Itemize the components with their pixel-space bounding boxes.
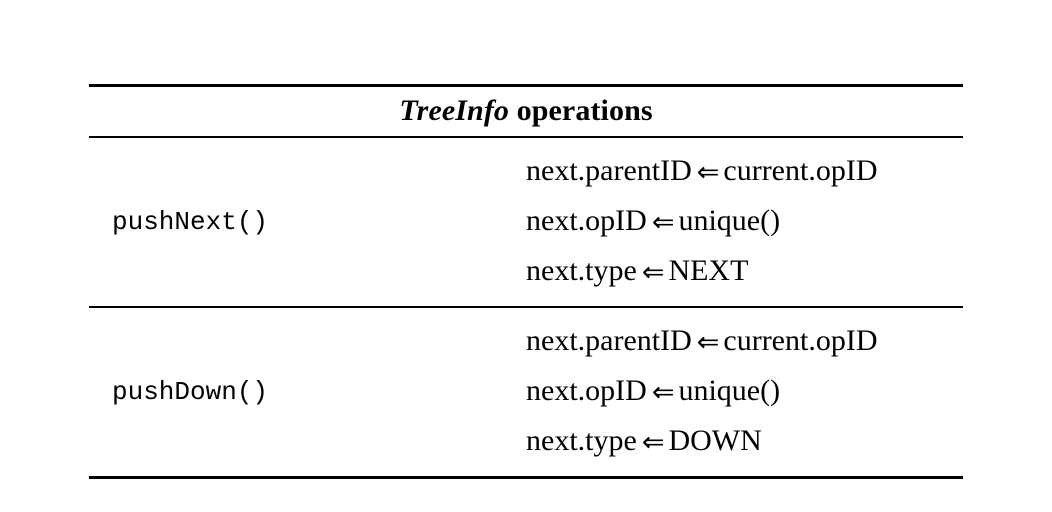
statement-rhs: NEXT <box>668 254 749 287</box>
table-row: pushNext() next.parentID⇐current.opID ne… <box>89 137 963 307</box>
statement-rhs: DOWN <box>668 424 762 457</box>
table-title-italic: TreeInfo <box>399 94 510 127</box>
statement-lhs: next.type <box>526 254 637 287</box>
statement-lhs: next.parentID <box>526 324 692 357</box>
table-body: pushNext() next.parentID⇐current.opID ne… <box>89 137 963 480</box>
statement-line: next.type⇐NEXT <box>526 246 963 296</box>
assign-arrow-icon: ⇐ <box>651 207 675 238</box>
statement-line: next.opID⇐unique() <box>526 366 963 416</box>
statement-lhs: next.opID <box>526 204 647 237</box>
statement-rhs: current.opID <box>723 324 878 357</box>
assign-arrow-icon: ⇐ <box>651 377 675 408</box>
statement-line: next.parentID⇐current.opID <box>526 146 963 196</box>
operation-statements-pushdown: next.parentID⇐current.opID next.opID⇐uni… <box>526 307 963 478</box>
assign-arrow-icon: ⇐ <box>696 157 720 188</box>
statement-lhs: next.opID <box>526 374 647 407</box>
table-header-row: TreeInfo operations <box>89 85 963 138</box>
operation-name-pushdown: pushDown() <box>112 377 269 407</box>
statement-lhs: next.parentID <box>526 154 692 187</box>
table-row: pushDown() next.parentID⇐current.opID ne… <box>89 307 963 478</box>
assign-arrow-icon: ⇐ <box>641 257 665 288</box>
table-title-cell: TreeInfo operations <box>89 86 963 138</box>
treeinfo-operations-table: TreeInfo operations pushNext() next.pare… <box>89 84 963 480</box>
table-bottom-rule-spacer-left <box>89 478 526 480</box>
statement-line: next.opID⇐unique() <box>526 196 963 246</box>
table-bottom-rule-row <box>89 477 963 480</box>
operation-name-pushnext: pushNext() <box>112 207 269 237</box>
treeinfo-operations-table-container: TreeInfo operations pushNext() next.pare… <box>89 84 963 480</box>
table-bottom-rule-spacer-right <box>526 478 963 480</box>
assign-arrow-icon: ⇐ <box>696 327 720 358</box>
statement-line: next.parentID⇐current.opID <box>526 316 963 366</box>
table-title-rest: operations <box>509 94 653 127</box>
assign-arrow-icon: ⇐ <box>641 427 665 458</box>
statement-rhs: current.opID <box>723 154 878 187</box>
statement-rhs: unique() <box>678 204 781 237</box>
statement-rhs: unique() <box>678 374 781 407</box>
operation-statements-pushnext: next.parentID⇐current.opID next.opID⇐uni… <box>526 137 963 307</box>
statement-lhs: next.type <box>526 424 637 457</box>
table-header: TreeInfo operations <box>89 85 963 138</box>
statement-line: next.type⇐DOWN <box>526 416 963 466</box>
